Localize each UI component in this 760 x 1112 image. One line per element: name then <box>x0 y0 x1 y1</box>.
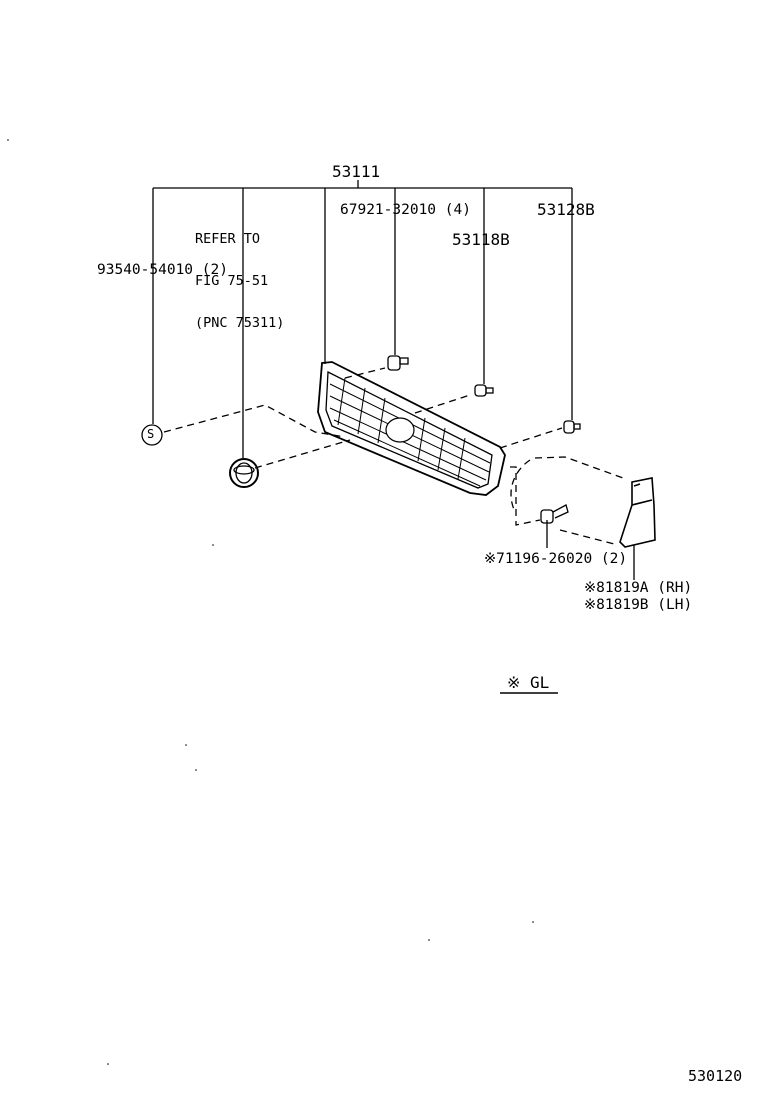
part-label-retainer-a: 53118B <box>452 230 510 249</box>
assembly-label: 53111 <box>332 162 381 181</box>
radiator-grille <box>317 361 506 496</box>
refer-note-line: FIG 75-51 <box>195 273 269 289</box>
part-label-mudguard-rh: ※81819A (RH) <box>584 580 693 596</box>
refer-note: REFER TO FIG 75-51 (PNC 75311) <box>195 204 284 358</box>
part-label-clip-side: ※71196-26020 (2) <box>484 551 628 567</box>
mud-guard <box>619 477 656 548</box>
refer-note-line: (PNC 75311) <box>195 315 285 331</box>
refer-note-line: REFER TO <box>195 231 261 247</box>
screw-symbol-letter: S <box>147 427 155 441</box>
screw-symbol <box>141 424 163 446</box>
figure-number: 530120 <box>688 1067 743 1085</box>
part-label-screw: 93540-54010 (2) <box>97 262 228 278</box>
dashed-assembly-lines <box>163 367 624 546</box>
part-label-clip-top: 67921-32010 (4) <box>340 202 471 218</box>
part-label-mudguard-lh: ※81819B (LH) <box>584 597 693 613</box>
legend-gl: ※ GL <box>507 673 550 692</box>
part-label-retainer-b: 53128B <box>537 200 595 219</box>
clip-icons <box>387 355 581 524</box>
emblem-icon <box>229 458 259 488</box>
leader-lines <box>152 180 635 580</box>
